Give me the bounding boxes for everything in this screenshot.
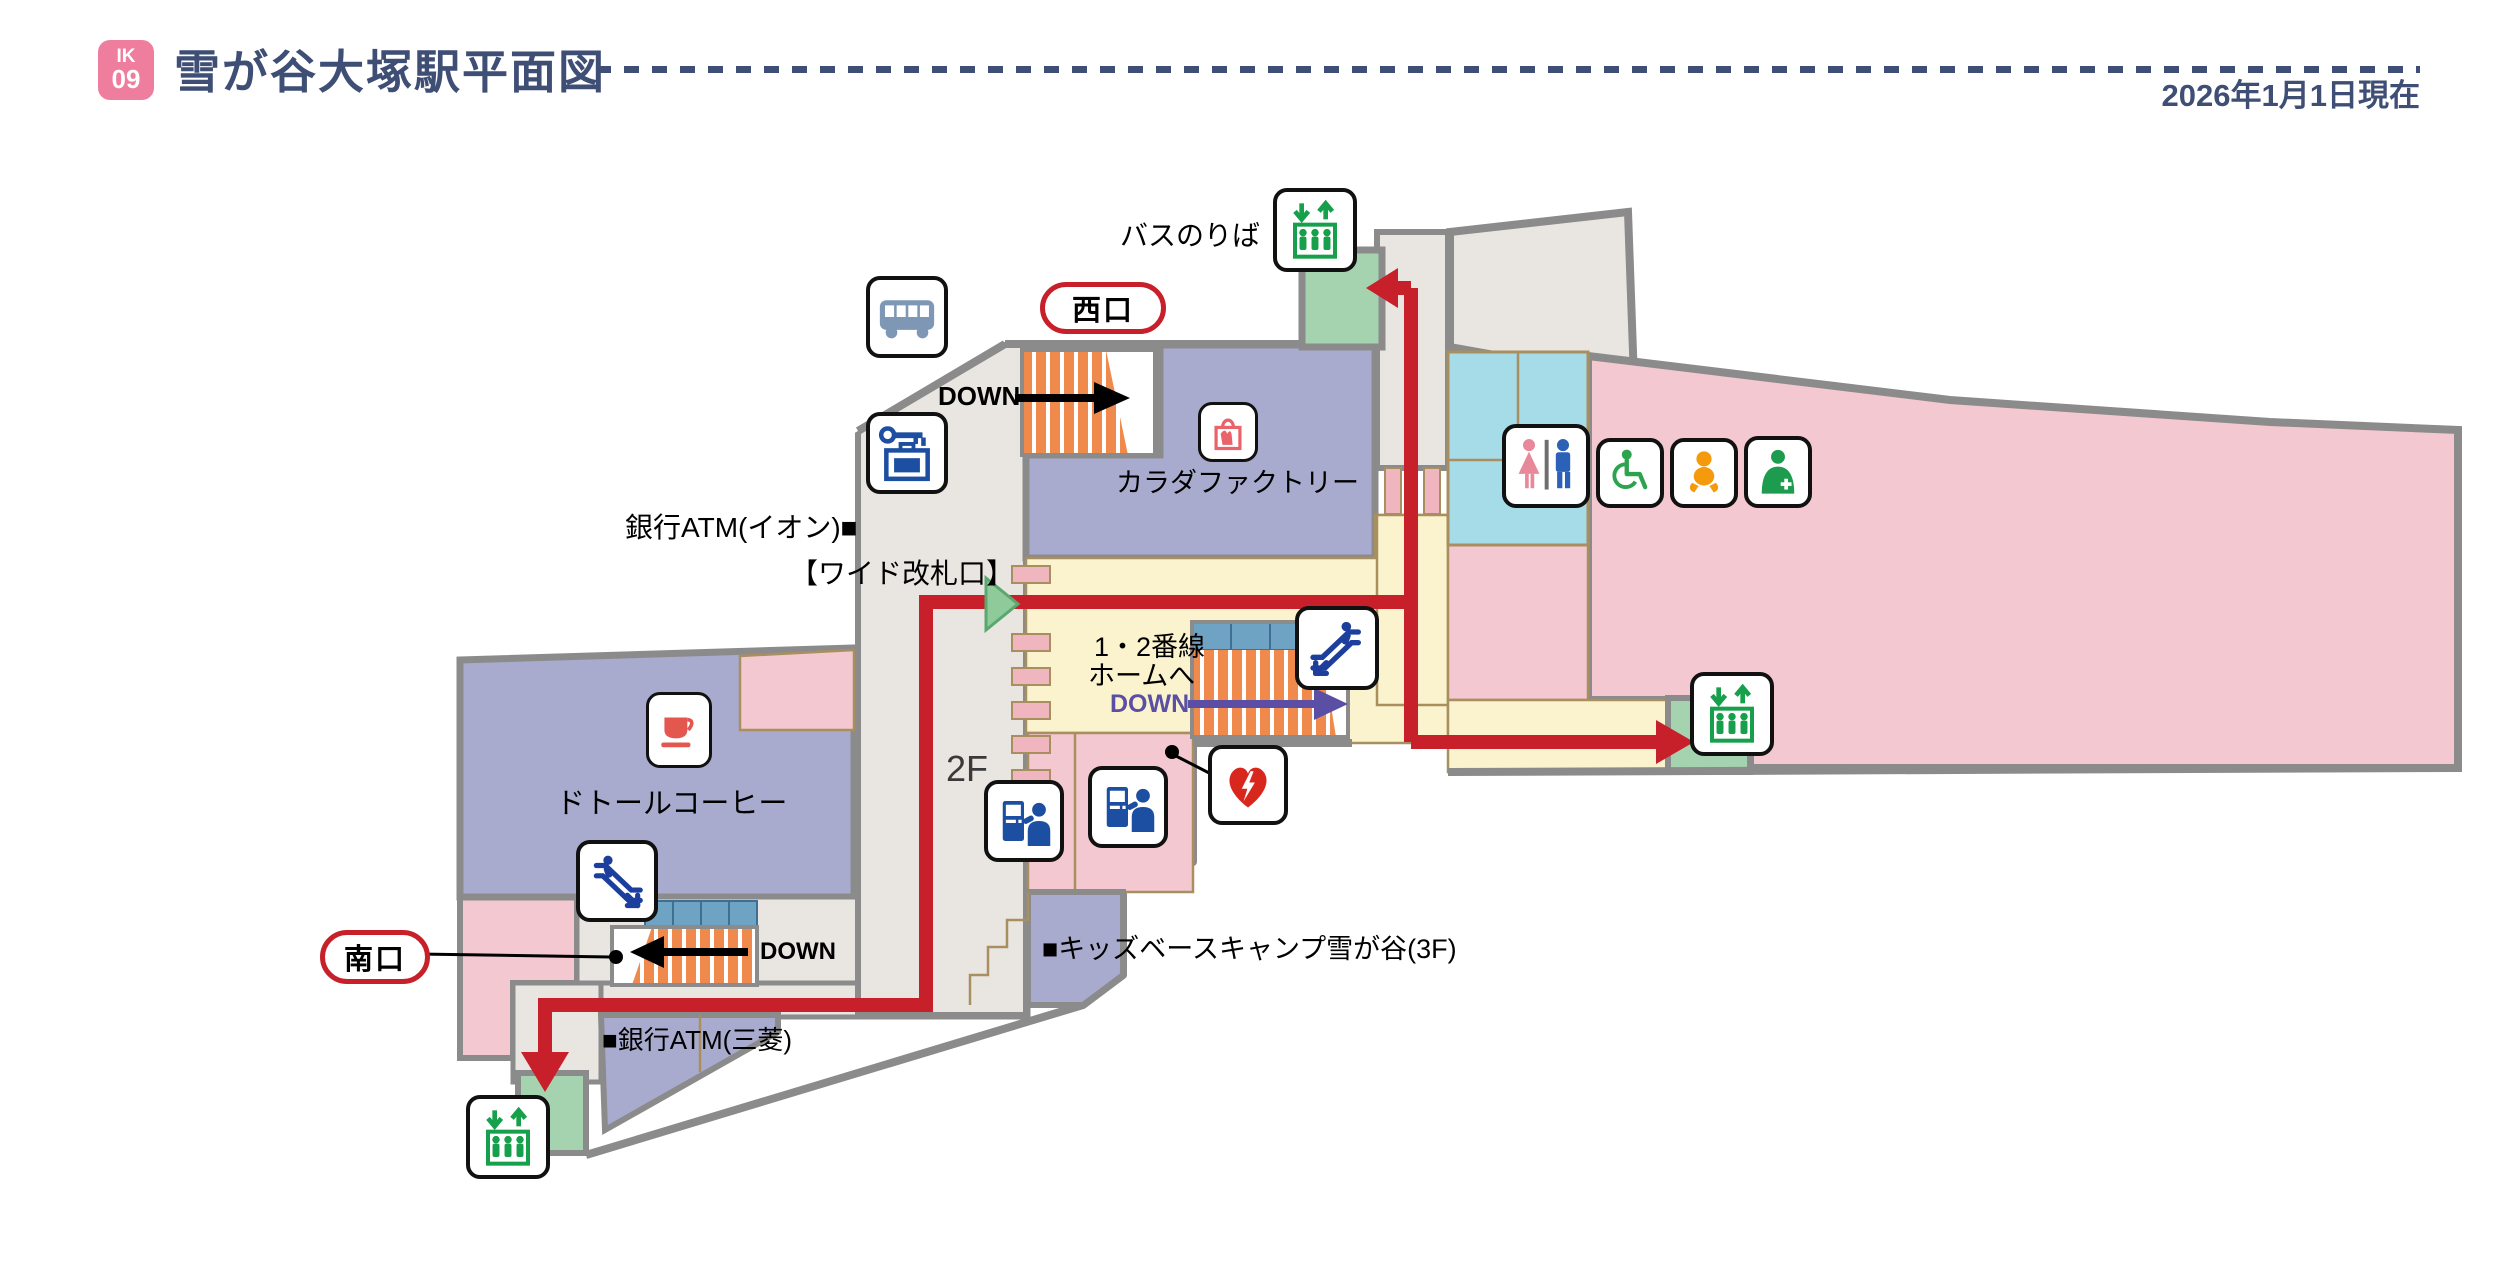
elevator-icon [1273, 188, 1357, 272]
ticket-machine-icon [984, 780, 1064, 862]
platform-dest-line2: ホームへ [1088, 661, 1196, 691]
massage-shop-icon-glyph [1214, 418, 1242, 451]
kids-base-camp-label: ■キッズベースキャンプ雪が谷(3F) [1042, 934, 1457, 964]
station-code-badge: IK 09 [98, 40, 154, 100]
restroom-icon [1502, 424, 1590, 508]
wide-gate-label: 【ワイド改札口】 [790, 558, 1015, 589]
ostomate-icon-glyph [1761, 449, 1795, 494]
ticket-machine-icon [1088, 766, 1168, 848]
elevator-icon [466, 1095, 550, 1179]
karada-factory-label: カラダファクトリー [1116, 468, 1359, 498]
atm-mitsubishi-label: ■銀行ATM(三菱) [602, 1025, 792, 1055]
escalator-up-right-icon [576, 840, 658, 922]
elevator-icon-glyph [486, 1106, 530, 1166]
coin-locker-icon-glyph [878, 426, 930, 482]
station-code-line2: 09 [111, 63, 141, 94]
ticket-gates [1011, 565, 1051, 788]
bus-icon-glyph [879, 300, 935, 339]
coin-locker-icon [866, 412, 948, 494]
south-exit-capsule: 南口 [320, 930, 430, 984]
elevator-icon-glyph [1710, 683, 1754, 743]
west-exit-capsule: 西口 [1040, 282, 1166, 334]
aed-icon [1208, 745, 1288, 825]
cafe-icon [646, 692, 712, 768]
bus-stop-label: バスのりば [1120, 220, 1261, 251]
accessible-route [538, 281, 1658, 1056]
ticket-machine-icon-glyph [1106, 787, 1155, 832]
route-arrowheads [521, 268, 1694, 1092]
down-west-label: DOWN [938, 381, 1021, 411]
escalator-up-right-icon-glyph [593, 855, 643, 909]
elevator-icon-glyph [1293, 199, 1337, 259]
platform-dest-line1: 1・2番線 [1094, 632, 1206, 662]
wide-gate-marker [984, 574, 1021, 634]
title-dashed-rule [596, 66, 2420, 73]
escalator-up-left-icon-glyph [1310, 621, 1361, 676]
bus-icon [866, 276, 948, 358]
east-building-regions [1446, 350, 2462, 776]
direction-arrows [630, 382, 1348, 968]
down-platform-label: DOWN [1110, 690, 1190, 718]
doutor-label: ドトールコーヒー [556, 788, 788, 820]
restroom-icon-glyph [1518, 439, 1571, 490]
ostomate-icon [1744, 436, 1812, 508]
aed-icon-glyph [1229, 767, 1267, 808]
station-code-line1: IK [116, 45, 136, 67]
date-note: 2026年1月1日現在 [2161, 78, 2420, 113]
callout-lines [417, 745, 1216, 964]
escalator-up-left-icon [1295, 606, 1379, 690]
south-exit-label: 南口 [343, 944, 406, 976]
massage-shop-icon [1198, 402, 1258, 462]
page-title: 雪が谷大塚駅平面図 [174, 46, 606, 98]
cafe-icon-glyph [661, 717, 694, 748]
wheelchair-icon [1596, 438, 1664, 508]
ticket-machine-icon-glyph [1002, 801, 1051, 846]
baby-care-icon-glyph [1689, 451, 1719, 493]
atm-aeon-label: 銀行ATM(イオン)■ [625, 512, 858, 543]
elevator-icon [1690, 672, 1774, 756]
baby-care-icon [1670, 438, 1738, 508]
floor-2f-label: 2F [946, 748, 989, 789]
down-south-label: DOWN [760, 938, 836, 965]
wheelchair-icon-glyph [1612, 449, 1648, 490]
west-exit-label: 西口 [1071, 295, 1134, 327]
